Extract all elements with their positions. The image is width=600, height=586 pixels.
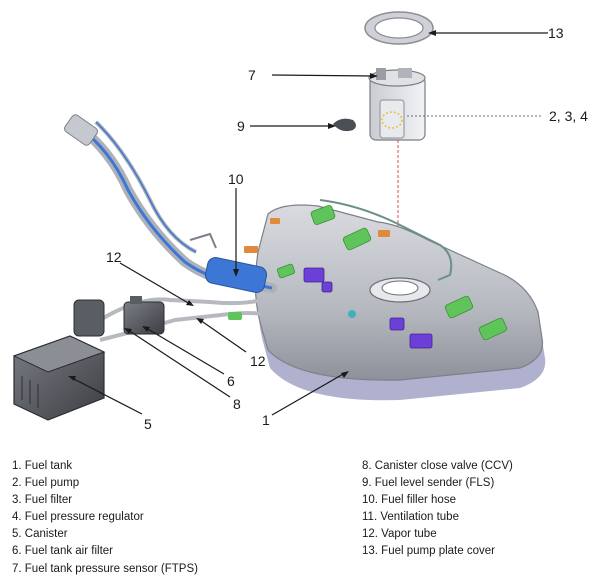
- fuel-tank: [244, 199, 546, 401]
- legend-item: 11. Ventilation tube: [362, 511, 459, 524]
- legend-item: 10. Fuel filler hose: [362, 494, 456, 507]
- vapor-tubes: [98, 297, 263, 342]
- fuel-pump-plate-cover: [364, 11, 434, 45]
- legend-item: 7. Fuel tank pressure sensor (FTPS): [12, 562, 198, 575]
- fuel-filler-hose: [64, 114, 277, 293]
- legend-left: 1. Fuel tank 2. Fuel pump 3. Fuel filter…: [12, 458, 198, 578]
- canister: [12, 299, 106, 421]
- fuel-system-diagram: 13 7 9 2, 3, 4 10 12 12 6 8 5 1: [12, 11, 588, 432]
- legend-item: 5. Canister: [12, 528, 68, 541]
- callout-2-3-4: 2, 3, 4: [549, 108, 588, 124]
- legend-right: 8. Canister close valve (CCV) 9. Fuel le…: [362, 458, 513, 561]
- legend-item: 2. Fuel pump: [12, 477, 80, 490]
- callout-10: 10: [228, 171, 244, 187]
- legend-item: 1. Fuel tank: [12, 460, 73, 472]
- tank-pads-purple: [303, 267, 433, 349]
- legend-item: 8. Canister close valve (CCV): [362, 460, 513, 472]
- leader-lines: [68, 30, 548, 416]
- callout-7: 7: [248, 67, 256, 83]
- callout-12-upper: 12: [106, 249, 122, 265]
- callout-13: 13: [548, 25, 564, 41]
- legend-item: 4. Fuel pressure regulator: [12, 511, 144, 524]
- legend-item: 13. Fuel pump plate cover: [362, 545, 495, 558]
- green-connector: [228, 312, 242, 320]
- callout-8: 8: [233, 396, 241, 412]
- callout-12-lower: 12: [250, 353, 266, 369]
- fuel-pump-module: [333, 68, 426, 141]
- tank-clips-orange: [244, 218, 390, 253]
- callout-1: 1: [262, 412, 270, 428]
- callout-5: 5: [144, 416, 152, 432]
- legend-item: 12. Vapor tube: [362, 528, 437, 541]
- legend-item: 6. Fuel tank air filter: [12, 545, 113, 558]
- legend-item: 3. Fuel filter: [12, 494, 73, 507]
- tank-pads-green: [276, 205, 508, 341]
- callout-9: 9: [237, 118, 245, 134]
- legend-item: 9. Fuel level sender (FLS): [362, 477, 495, 490]
- canister-close-valve: [123, 296, 165, 335]
- callout-6: 6: [227, 373, 235, 389]
